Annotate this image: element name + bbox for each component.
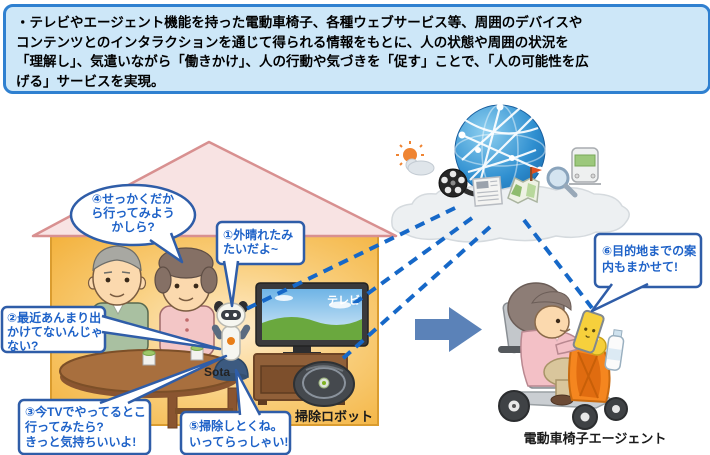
bubble-3-shape	[17, 398, 152, 455]
map-icon	[507, 167, 542, 204]
bubble-4-text: ④せっかくだか ら行ってみよう かしら?	[91, 192, 175, 234]
grandfather-hair	[92, 245, 142, 272]
service-description-box: ・テレビやエージェント機能を持った電動車椅子、各種ウェブサービス等、周囲のデバイ…	[3, 4, 710, 94]
bubble-2-tail	[101, 314, 222, 351]
bubble-2-text: ②最近あんまり出 かけてないんじゃ ない?	[7, 311, 104, 353]
bubble-4-tail	[149, 232, 184, 264]
train-icon	[569, 147, 601, 185]
bubble-4-shape	[69, 183, 197, 247]
agent-phone	[572, 309, 605, 354]
sota-label: Sota	[204, 365, 231, 379]
cloud-services	[391, 103, 630, 243]
bubble-1-shape	[215, 220, 306, 266]
bubble-6-tail	[590, 282, 649, 313]
wheelchair-agent	[498, 282, 628, 430]
woman-face	[534, 305, 570, 339]
wheelchair-agent-label: 電動車椅子エージェント	[523, 431, 667, 446]
vacuum-label: 掃除ロボット	[295, 409, 374, 424]
bubble-3-tail	[99, 354, 228, 405]
description-line: げる」サービスを実現。	[16, 73, 165, 89]
robot-vacuum	[293, 361, 355, 407]
transition-arrow	[415, 307, 482, 352]
link-cloud-to-phone	[522, 218, 594, 310]
bubble-1-text: ①外晴れたみ たいだよ~	[223, 228, 294, 256]
sota-robot	[211, 301, 251, 381]
search-icon	[546, 166, 578, 198]
tv-label: テレビ	[327, 295, 360, 307]
description-line: コンテンツとのインタラクションを通じて得られる情報をもとに、人の状態や周囲の状況…	[16, 34, 569, 50]
bubble-6-text: ⑥目的地までの案 内もまかせて!	[602, 244, 697, 274]
bubble-1-tail	[222, 260, 240, 308]
news-icon	[472, 176, 503, 207]
sota-chest-light	[227, 337, 235, 345]
link-cloud-to-sota	[241, 206, 456, 313]
speech-bubbles	[0, 183, 703, 455]
link-cloud-to-tv	[350, 216, 474, 307]
water-bottle	[604, 329, 625, 371]
dashed-links	[241, 206, 594, 364]
tea-cups	[142, 345, 204, 366]
description-line: 「理解し」、気遣いながら「働きかけ」、人の行動や気づきを「促す」ことで、「人の可…	[16, 54, 589, 69]
bubble-3-text: ③今TVでやってるとこ 行ってみたら? きっと気持ちいいよ!	[25, 405, 146, 449]
bubble-5-shape	[179, 410, 292, 455]
description-line: ・テレビやエージェント機能を持った電動車椅子、各種ウェブサービス等、周囲のデバイ…	[16, 15, 583, 30]
bubble-5-text: ⑤掃除しとくね。 いってらっしゃい!	[189, 419, 289, 449]
weather-icon	[396, 141, 435, 176]
bubble-6-shape	[593, 232, 703, 289]
bubble-5-tail	[234, 368, 262, 416]
